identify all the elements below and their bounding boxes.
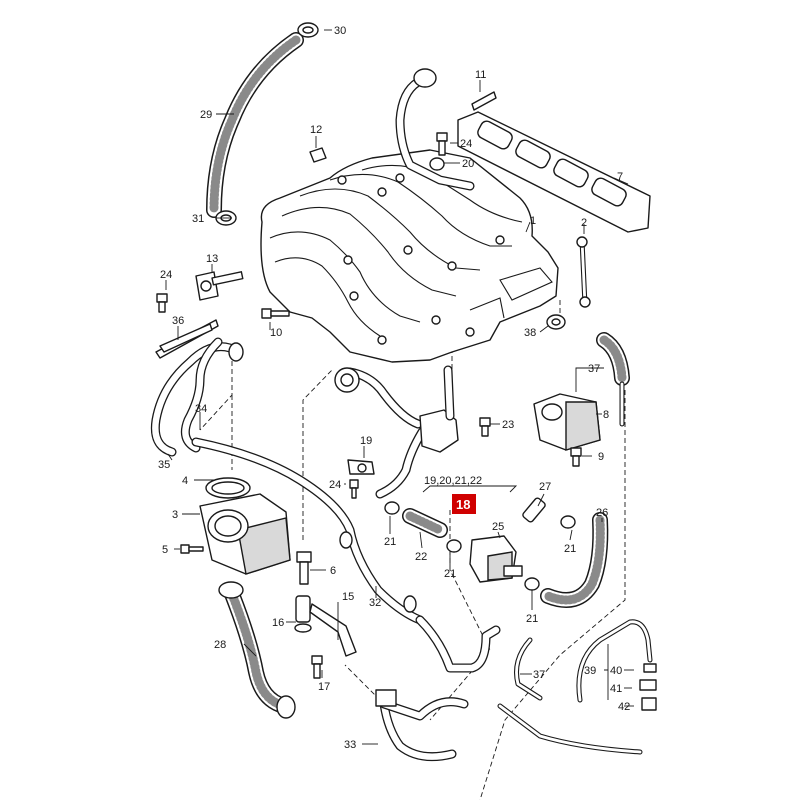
leader-lines — [165, 29, 634, 745]
callout-30: 30 — [334, 25, 346, 37]
callout-23: 23 — [502, 419, 514, 431]
callout-24-left: 24 — [160, 269, 172, 281]
manifold-gasket — [457, 111, 651, 233]
callout-3: 3 — [172, 509, 178, 521]
callout-13: 13 — [206, 253, 218, 265]
hose-37-upper — [596, 332, 630, 427]
stud-11 — [471, 91, 497, 111]
callout-11: 11 — [475, 69, 486, 81]
callout-31: 31 — [192, 213, 204, 225]
callout-33: 33 — [344, 739, 356, 751]
nut-12 — [309, 147, 327, 163]
callout-5: 5 — [162, 544, 168, 556]
pipe-19-22 — [334, 365, 459, 499]
callout-4: 4 — [182, 475, 188, 487]
hose-26 — [540, 512, 609, 608]
valve-25 — [469, 535, 523, 583]
callout-29: 29 — [200, 109, 212, 121]
line-39 — [576, 619, 653, 703]
highlight-18-box — [452, 494, 476, 514]
bolt-10 — [261, 308, 290, 319]
callout-9: 9 — [598, 451, 604, 463]
callout-20: 20 — [462, 158, 474, 170]
bolt-24-mid — [349, 479, 359, 499]
pipe-33 — [375, 689, 469, 762]
callout-34: 34 — [195, 403, 207, 415]
callout-21-a: 21 — [384, 536, 396, 548]
valve-8 — [533, 393, 601, 451]
callout-22: 22 — [415, 551, 427, 563]
sensor-13 — [195, 271, 244, 301]
callout-10: 10 — [270, 327, 282, 339]
breather-pipe-upper — [395, 68, 475, 191]
callout-42: 42 — [618, 701, 630, 713]
cable-ties-36 — [155, 319, 219, 359]
pipe-32 — [191, 437, 501, 673]
callout-1: 1 — [530, 215, 536, 227]
callout-39: 39 — [584, 665, 596, 677]
bush-16 — [294, 595, 312, 633]
bracket-19 — [347, 459, 375, 475]
bolt-24-top — [436, 132, 448, 156]
callout-21-b: 21 — [444, 568, 456, 580]
throttle-body — [199, 477, 291, 575]
callout-27: 27 — [539, 481, 551, 493]
callout-37-upper: 37 — [588, 363, 600, 375]
line-37-lower — [497, 637, 643, 755]
callout-28: 28 — [214, 639, 226, 651]
callout-36: 36 — [172, 315, 184, 327]
callout-17: 17 — [318, 681, 330, 693]
clamp-30 — [297, 22, 319, 38]
grommet-38 — [546, 314, 566, 330]
bolt-23 — [479, 417, 491, 437]
callouts: 30 11 29 12 24 20 7 31 1 2 13 24 10 36 3… — [158, 25, 630, 751]
bracket-15 — [309, 603, 357, 657]
sensor-parts-40-42 — [639, 663, 657, 711]
callout-24-mid: 24 — [329, 479, 341, 491]
callout-2: 2 — [581, 217, 587, 229]
callout-41: 41 — [610, 683, 622, 695]
link-rod-2 — [576, 236, 591, 308]
bolt-5 — [180, 544, 204, 554]
callout-7: 7 — [617, 171, 623, 183]
bolt-17 — [311, 655, 323, 679]
callout-40: 40 — [610, 665, 622, 677]
callout-16: 16 — [272, 617, 284, 629]
callout-24-top: 24 — [460, 138, 472, 150]
hose-28 — [218, 581, 296, 719]
callout-37-lower: 37 — [533, 669, 545, 681]
intake-manifold — [260, 149, 559, 363]
hose-29 — [206, 32, 304, 218]
bolt-24-left — [156, 293, 168, 313]
callout-21-d: 21 — [564, 543, 576, 555]
pipe-34-35 — [150, 337, 244, 457]
callout-18-highlighted: 18 — [456, 497, 470, 512]
hose-22 — [402, 508, 448, 538]
callout-8: 8 — [603, 409, 609, 421]
clamps-21 — [384, 501, 576, 591]
bolt-9 — [570, 447, 582, 467]
callout-19: 19 — [360, 435, 372, 447]
callout-38: 38 — [524, 327, 536, 339]
callout-19-20-21-22: 19,20,21,22 — [424, 475, 482, 487]
callout-26: 26 — [596, 507, 608, 519]
pipe-27 — [522, 497, 546, 523]
callout-35: 35 — [158, 459, 170, 471]
callout-12: 12 — [310, 124, 322, 136]
callout-21-c: 21 — [526, 613, 538, 625]
callout-25: 25 — [492, 521, 504, 533]
stud-6 — [296, 551, 312, 585]
callout-32: 32 — [369, 597, 381, 609]
callout-6: 6 — [330, 565, 336, 577]
callout-15: 15 — [342, 591, 354, 603]
